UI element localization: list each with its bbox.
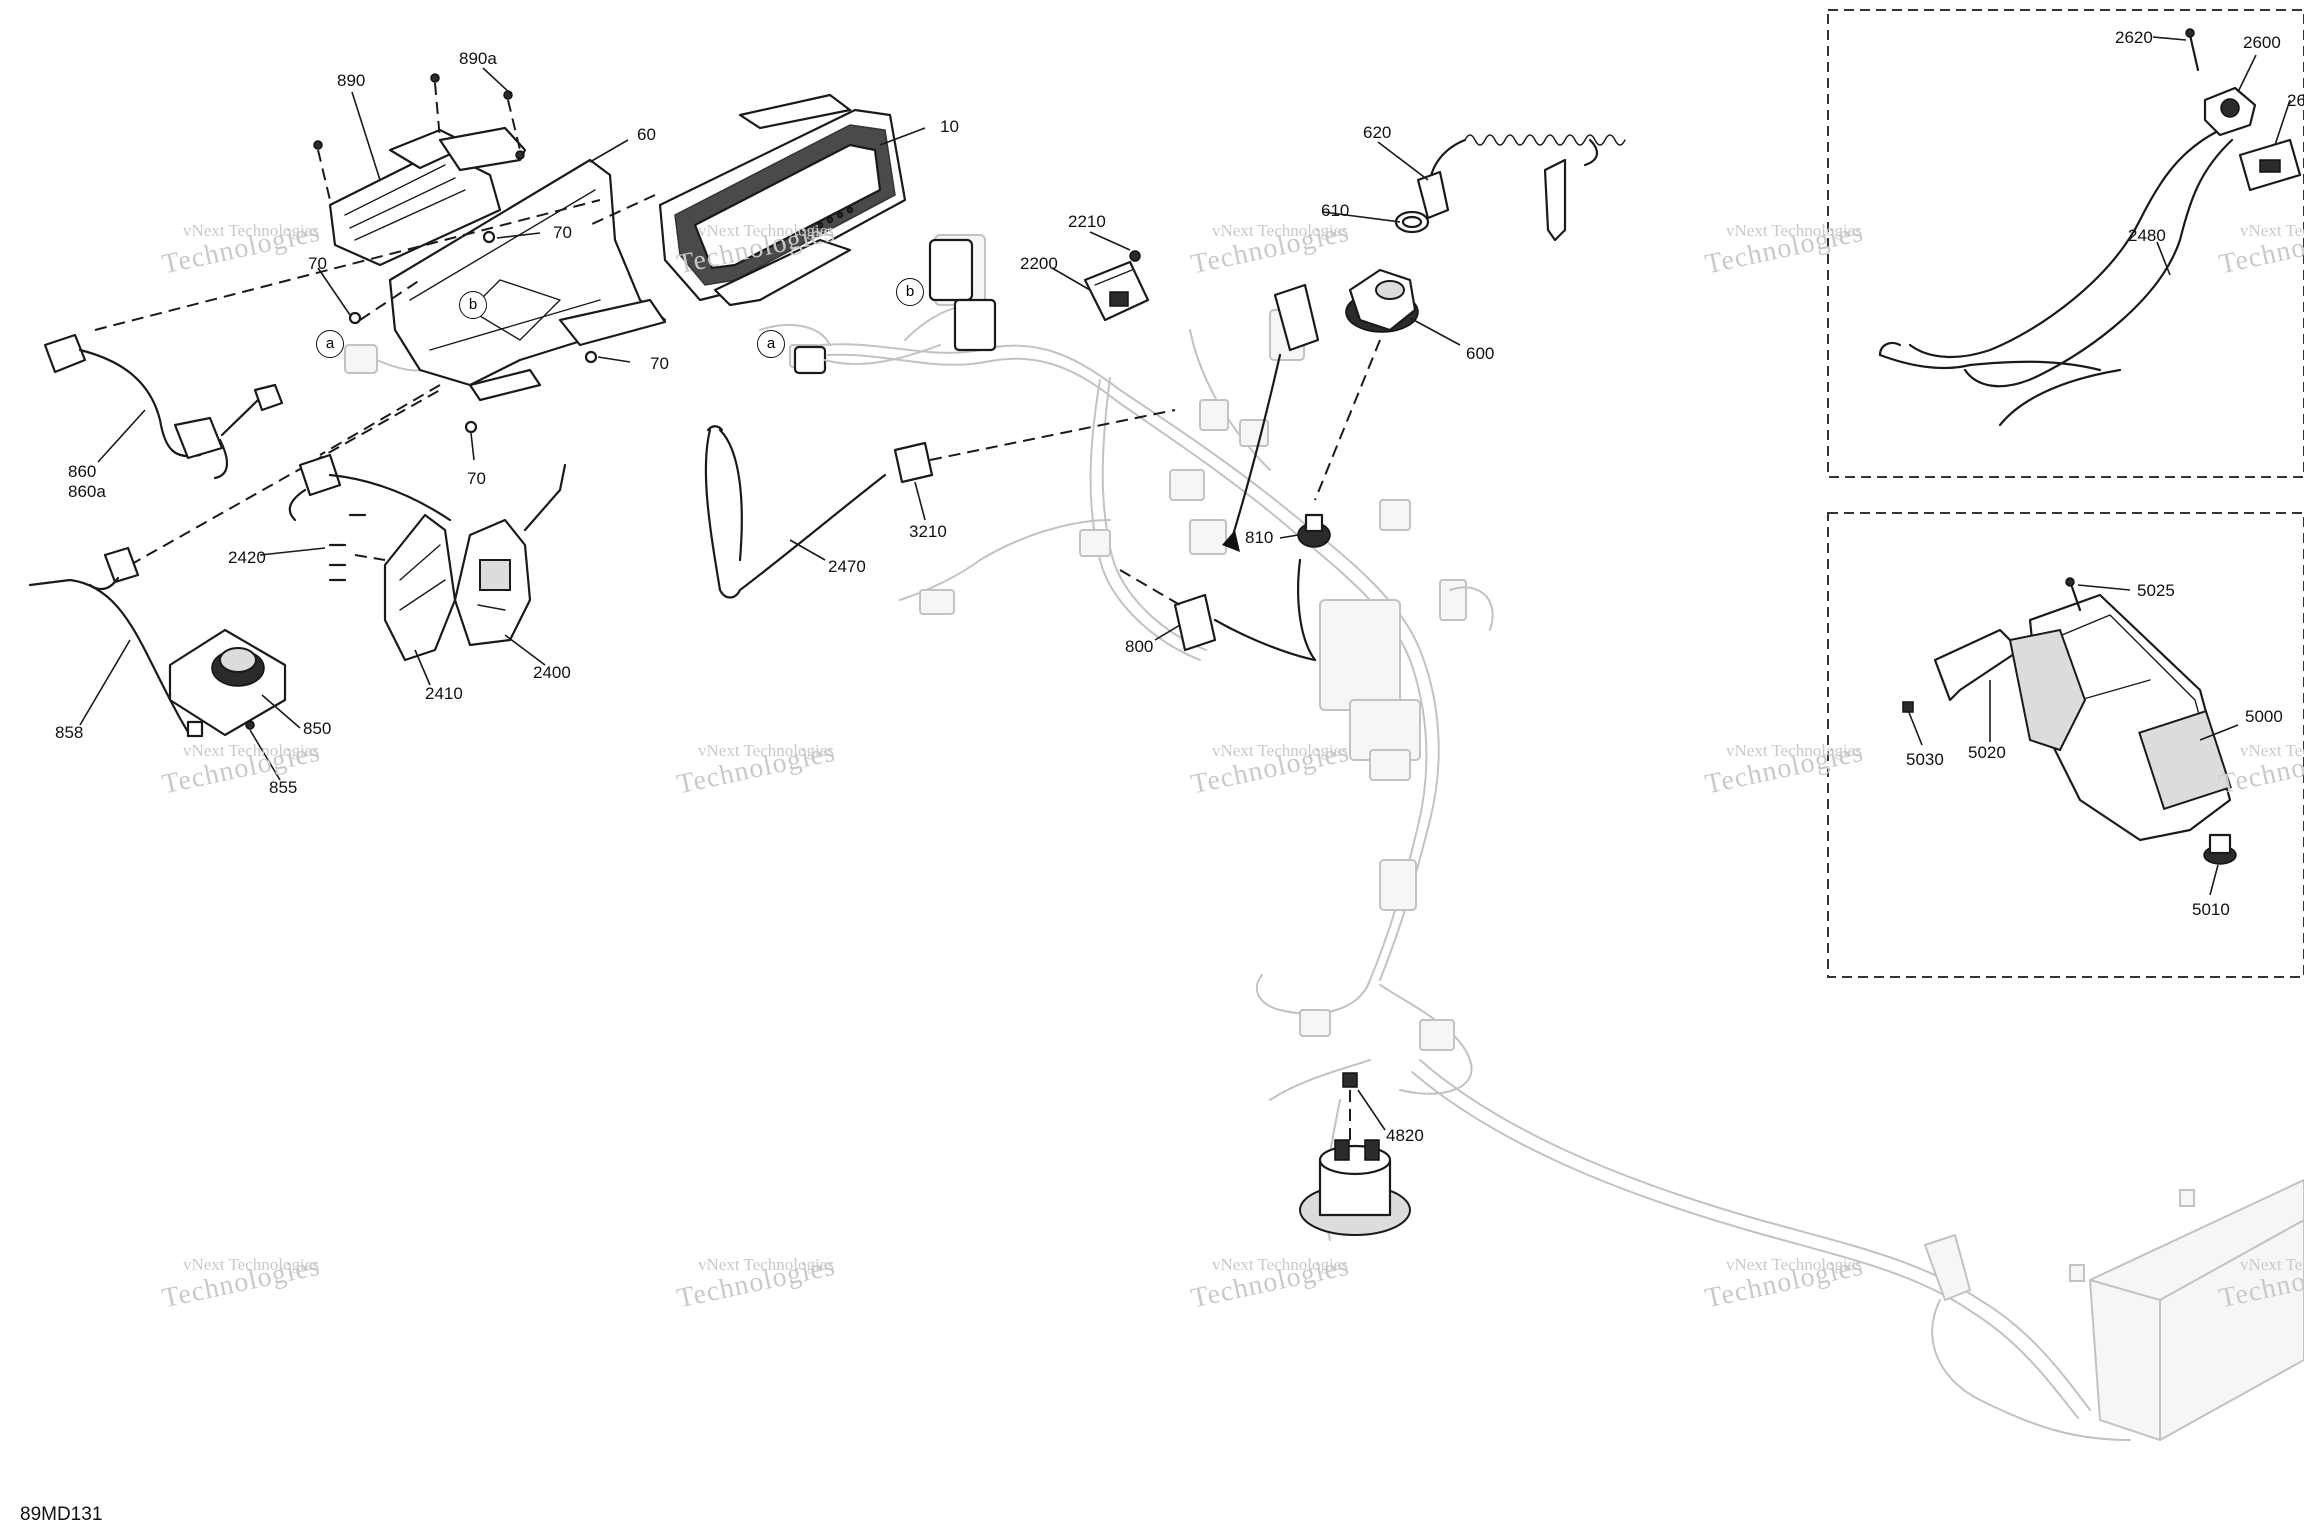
reference-marker-b: b [896, 278, 924, 306]
part-858-cable [28, 546, 192, 737]
callout-2210: 2210 [1068, 212, 1106, 231]
callout-860: 860 [68, 462, 97, 481]
callout-5030: 5030 [1906, 750, 1944, 769]
callout-26: 26 [2287, 91, 2304, 110]
part-600-ignition-switch [1314, 268, 1419, 501]
callout-4820: 4820 [1386, 1126, 1424, 1145]
callout-2410: 2410 [425, 684, 463, 703]
callout-70: 70 [467, 469, 486, 488]
ghost-connector-a-right [793, 344, 941, 375]
part-5010-knob [2203, 833, 2237, 865]
callout-890a: 890a [459, 49, 497, 68]
callout-610: 610 [1321, 201, 1350, 220]
part-5025-screw [2065, 577, 2082, 612]
reference-marker-a: a [316, 330, 344, 358]
part-4820-nut [1342, 1072, 1358, 1155]
screws-890 [313, 73, 521, 201]
reference-marker-a: a [757, 330, 785, 358]
part-switch-near-600 [1273, 283, 1320, 352]
callout-2200: 2200 [1020, 254, 1058, 273]
callout-2480: 2480 [2128, 226, 2166, 245]
part-2200-sensor [1083, 260, 1150, 322]
part-860-harness [43, 333, 284, 480]
main-wiring-harness [759, 234, 2131, 1441]
callout-850: 850 [303, 719, 332, 738]
connector-2400-cable [288, 453, 452, 522]
callout-2600: 2600 [2243, 33, 2281, 52]
part-26xx-connector [2238, 138, 2302, 192]
part-5020-bracket [1933, 628, 2087, 752]
callout-5025: 5025 [2137, 581, 2175, 600]
part-5000-ecu [2028, 593, 2232, 842]
battery [1923, 1178, 2304, 1442]
part-620-coiled-lanyard [1416, 134, 1626, 242]
part-3210-connector [893, 409, 1176, 484]
detail-box-middle-right [1827, 512, 2304, 978]
callout-2470: 2470 [828, 557, 866, 576]
ghost-connector-b [928, 238, 997, 352]
arrow-to-harness [1222, 353, 1282, 552]
callout-3210: 3210 [909, 522, 947, 541]
part-2480-antenna-cable [1878, 118, 2247, 427]
callout-600: 600 [1466, 344, 1495, 363]
part-2620-screw [2185, 28, 2200, 72]
callout-2400: 2400 [533, 663, 571, 682]
callout-800: 800 [1125, 637, 1154, 656]
callout-70: 70 [553, 223, 572, 242]
callout-860a: 860a [68, 482, 106, 501]
part-2420-screws [328, 513, 386, 582]
part-2210-screw [1129, 250, 1141, 262]
callout-890: 890 [337, 71, 366, 90]
callout-810: 810 [1245, 528, 1274, 547]
part-2600-module [2203, 86, 2257, 137]
callout-5010: 5010 [2192, 900, 2230, 919]
callout-2420: 2420 [228, 548, 266, 567]
solenoid [1299, 1139, 1411, 1236]
part-10-instrument-cluster [658, 93, 907, 307]
callout-5020: 5020 [1968, 743, 2006, 762]
reference-marker-b: b [459, 291, 487, 319]
part-2400-handlebar-switch [453, 463, 567, 647]
callout-10: 10 [940, 117, 959, 136]
part-2470-cable [704, 425, 887, 599]
screws-70 [348, 230, 598, 434]
callout-60: 60 [637, 125, 656, 144]
part-60-bracket [388, 158, 667, 402]
callout-70: 70 [308, 254, 327, 273]
part-855-fastener [186, 720, 255, 738]
part-800-fuse-holder [1119, 558, 1317, 662]
part-890a-bracket [438, 126, 527, 172]
alignment-lines-left [94, 194, 656, 566]
leader-lines [79, 36, 2291, 1131]
part-2410-switch-housing [383, 513, 457, 662]
part-610-ring [1394, 210, 1430, 234]
callout-70: 70 [650, 354, 669, 373]
drawing-id: 89MD131 [20, 1504, 103, 1525]
callout-2620: 2620 [2115, 28, 2153, 47]
callout-858: 858 [55, 723, 84, 742]
part-810-fuse [1297, 513, 1331, 548]
part-850-switch [168, 628, 287, 737]
callout-855: 855 [269, 778, 298, 797]
callout-620: 620 [1363, 123, 1392, 142]
detail-box-top-right [1827, 9, 2304, 478]
callout-5000: 5000 [2245, 707, 2283, 726]
